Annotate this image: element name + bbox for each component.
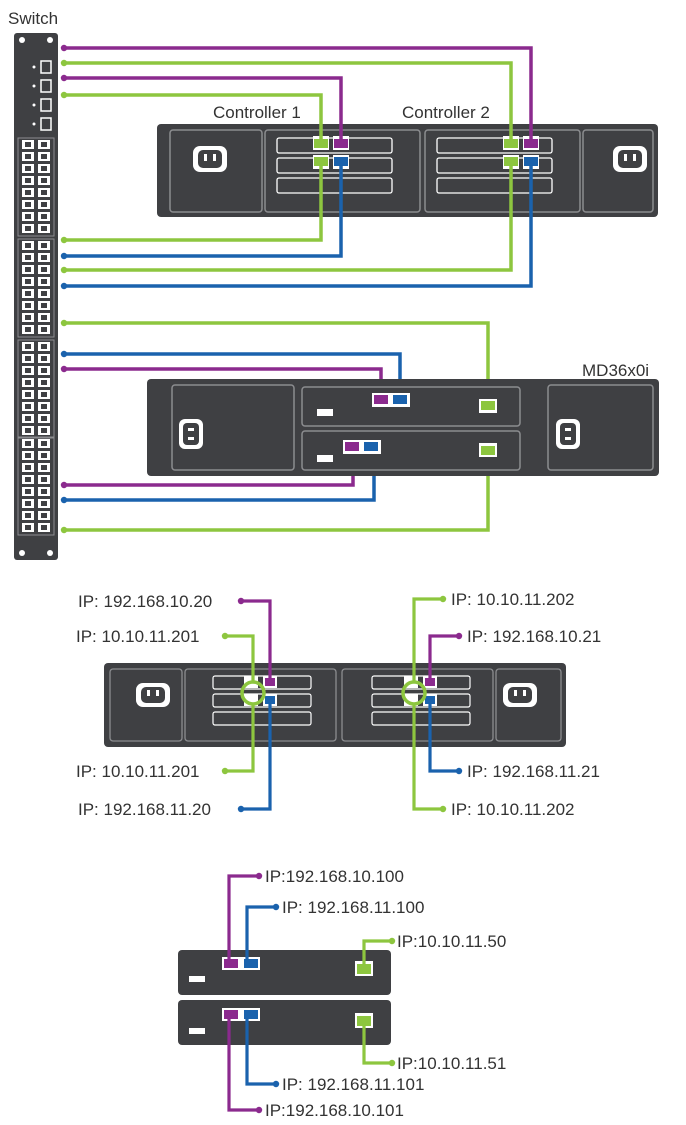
- cable-endpoints-middle: [221, 595, 463, 813]
- ip-label-bottom-top-purple: IP:192.168.10.100: [265, 867, 404, 886]
- cables-bottom: [227, 874, 392, 1112]
- switch-port-grid: [17, 137, 55, 536]
- ip-label-bottom-bot-blue: IP: 192.168.11.101: [282, 1075, 424, 1094]
- controller-1-label: Controller 1: [213, 103, 301, 122]
- power-socket-icon: [613, 146, 647, 172]
- cables-middle: [225, 597, 459, 811]
- controller-chassis-top: [157, 124, 658, 217]
- cable-endpoints-top: [60, 44, 68, 534]
- md36x0i-label: MD36x0i: [582, 361, 649, 380]
- ip-label-c2-bot-blue: IP: 192.168.11.21: [467, 762, 600, 781]
- ip-label-c2-top-purple: IP: 192.168.10.21: [467, 627, 601, 646]
- ip-label-c1-bot-green: IP: 10.10.11.201: [76, 762, 200, 781]
- ip-label-bottom-bot-purple: IP:192.168.10.101: [265, 1101, 404, 1120]
- cable-endpoints-bottom: [255, 872, 396, 1114]
- ip-label-c1-bot-blue: IP: 192.168.11.20: [78, 800, 211, 819]
- green-cable-loop-ring: [240, 680, 266, 706]
- md36x0i-enclosure: [147, 379, 659, 476]
- connector-caps-top: [314, 139, 538, 166]
- ip-label-bottom-top-blue: IP: 192.168.11.100: [282, 898, 424, 917]
- switch-label: Switch: [8, 9, 58, 28]
- ip-label-c2-bot-green: IP: 10.10.11.202: [451, 800, 575, 819]
- md-controller-modules-bottom: [178, 950, 391, 1045]
- ip-label-c2-top-green: IP: 10.10.11.202: [451, 590, 575, 609]
- network-switch: [14, 33, 58, 560]
- power-socket-icon: [179, 419, 203, 449]
- green-cable-loop-ring: [401, 680, 427, 706]
- ip-label-bottom-top-green: IP:10.10.11.50: [397, 932, 506, 951]
- power-socket-icon: [556, 419, 580, 449]
- controller-chassis-middle: [104, 663, 566, 747]
- power-socket-icon: [136, 683, 170, 707]
- ip-label-bottom-bot-green: IP:10.10.11.51: [397, 1054, 506, 1073]
- power-socket-icon: [503, 683, 537, 707]
- ip-label-c1-top-purple: IP: 192.168.10.20: [78, 592, 212, 611]
- ip-label-c1-top-green: IP: 10.10.11.201: [76, 627, 200, 646]
- controller-2-label: Controller 2: [402, 103, 490, 122]
- power-socket-icon: [193, 146, 227, 172]
